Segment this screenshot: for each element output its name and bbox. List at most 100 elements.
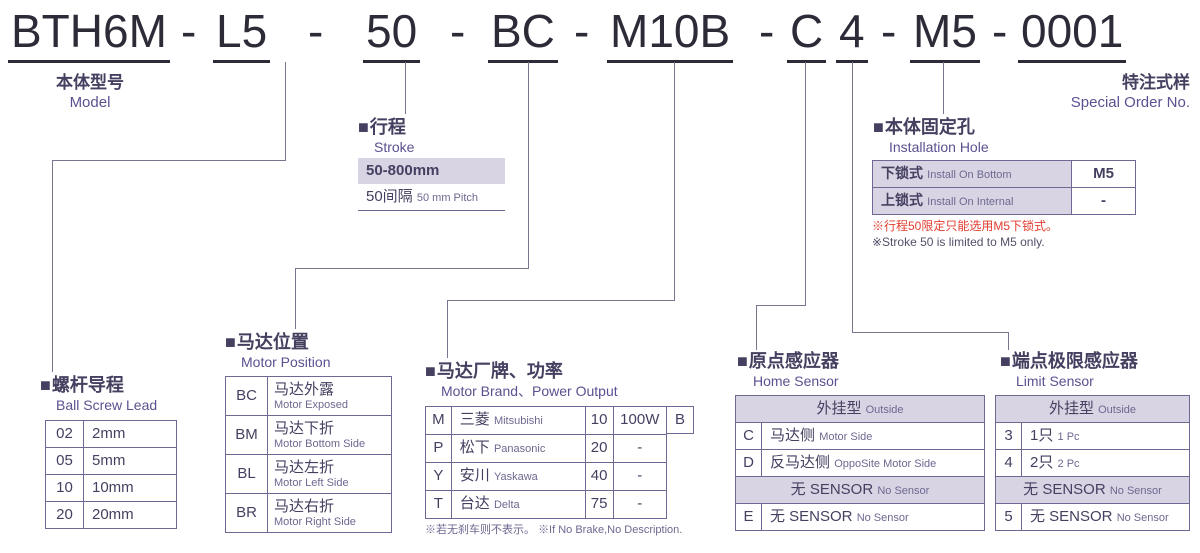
motor-position-section-title: ■马达位置 Motor Position <box>225 331 330 371</box>
brake-code-cell: B <box>667 406 694 434</box>
limit-sensor-code: 5 <box>996 504 1022 531</box>
limit-sensor-desc: 无 SENSOR No Sensor <box>1022 504 1190 531</box>
table-row: BC 马达外露 Motor Exposed <box>226 377 392 416</box>
table-row: 05 5mm <box>46 448 177 475</box>
square-bullet-icon: ■ <box>873 117 884 137</box>
motor-position-table: BC 马达外露 Motor Exposed BM 马达下折 Motor Bott… <box>225 376 392 533</box>
motor-position-desc-zh: 马达右折 <box>274 498 335 515</box>
connector-line <box>756 305 806 306</box>
home-sensor-code: C <box>736 423 762 450</box>
stroke-pitch-en: 50 mm Pitch <box>416 192 478 204</box>
table-row: 20 20mm <box>46 502 177 529</box>
stroke-section-title: ■行程 Stroke <box>358 116 414 156</box>
code-separator: - <box>181 5 197 57</box>
connector-line <box>943 62 944 114</box>
motor-position-code: BM <box>226 416 268 455</box>
limit-sensor-title-en: Limit Sensor <box>1016 373 1094 389</box>
table-row: 4 2只 2 Pc <box>996 450 1190 477</box>
lead-value: 2mm <box>84 421 177 448</box>
motor-brand-name-zh: 松下 <box>459 439 490 456</box>
motor-brand-title-en: Motor Brand、Power Output <box>441 383 618 399</box>
power-value: - <box>613 435 668 463</box>
motor-brand-name-en: Delta <box>493 499 520 511</box>
table-row: 下锁式 Install On Bottom M5 <box>873 161 1136 188</box>
motor-position-title-zh: 马达位置 <box>236 332 309 352</box>
table-row: M 三菱 Mitsubishi 10 100W <box>426 407 668 435</box>
motor-brand-name-zh: 台达 <box>459 495 490 512</box>
connector-line <box>285 62 286 160</box>
connector-line <box>805 62 806 305</box>
lead-value: 20mm <box>84 502 177 529</box>
motor-brand-name: 安川 Yaskawa <box>451 463 586 491</box>
motor-brand-section-title: ■马达厂牌、功率 Motor Brand、Power Output <box>425 360 618 400</box>
table-row: 5 无 SENSOR No Sensor <box>996 504 1190 531</box>
group-none-en: No Sensor <box>877 485 930 497</box>
lead-title-en: Ball Screw Lead <box>56 397 158 413</box>
motor-brand-name: 台达 Delta <box>451 491 586 519</box>
motor-position-title-en: Motor Position <box>241 354 331 370</box>
lead-code: 20 <box>46 502 84 529</box>
motor-brand-name-en: Mitsubishi <box>493 415 543 427</box>
code-segment-lead: L5 <box>213 4 271 63</box>
power-value: - <box>613 463 668 491</box>
motor-brand-code: M <box>426 407 452 435</box>
model-label-zh: 本体型号 <box>56 73 124 92</box>
code-segment-installation-hole: M5 <box>910 4 980 63</box>
home-sensor-code: E <box>736 504 762 531</box>
installation-hole-label-en: Install On Bottom <box>927 169 1012 181</box>
installation-hole-label: 下锁式 Install On Bottom <box>873 161 1072 188</box>
motor-position-desc-en: Motor Exposed <box>274 399 348 411</box>
table-row: C 马达侧 Motor Side <box>736 423 985 450</box>
connector-line <box>52 160 53 372</box>
connector-line <box>52 160 286 161</box>
table-row: D 反马达侧 OppoSite Motor Side <box>736 450 985 477</box>
limit-sensor-desc-en: 1 Pc <box>1057 431 1080 443</box>
code-separator: - <box>450 5 466 57</box>
power-code: 20 <box>585 435 614 463</box>
limit-sensor-code: 4 <box>996 450 1022 477</box>
installation-hole-label-zh: 上锁式 <box>881 192 923 208</box>
motor-position-code: BL <box>226 455 268 494</box>
motor-brand-name-zh: 三菱 <box>459 411 490 428</box>
motor-brand-note: ※若无刹车则不表示。 ※If No Brake,No Description. <box>425 523 682 538</box>
motor-position-desc: 马达外露 Motor Exposed <box>268 377 392 416</box>
group-outside-zh: 外挂型 <box>816 400 862 417</box>
motor-brand-title-zh: 马达厂牌、功率 <box>436 361 563 381</box>
connector-line <box>405 62 406 114</box>
installation-hole-label: 上锁式 Install On Internal <box>873 188 1072 215</box>
square-bullet-icon: ■ <box>1000 351 1011 371</box>
group-none-zh: 无 SENSOR <box>790 481 874 498</box>
motor-position-desc: 马达右折 Motor Right Side <box>268 494 392 533</box>
group-none-en: No Sensor <box>1109 485 1162 497</box>
home-sensor-desc: 马达侧 Motor Side <box>762 423 985 450</box>
square-bullet-icon: ■ <box>225 332 236 352</box>
motor-brand-note-en: ※If No Brake,No Description. <box>538 524 683 536</box>
power-code: 75 <box>585 491 614 519</box>
installation-hole-label-zh: 下锁式 <box>881 165 923 181</box>
group-outside-en: Outside <box>865 404 904 416</box>
table-row: E 无 SENSOR No Sensor <box>736 504 985 531</box>
motor-position-desc: 马达下折 Motor Bottom Side <box>268 416 392 455</box>
code-segment-stroke: 50 <box>363 4 421 63</box>
lead-section-title: ■螺杆导程 Ball Screw Lead <box>40 374 157 414</box>
limit-sensor-desc-en: 2 Pc <box>1057 458 1080 470</box>
home-sensor-desc-zh: 无 SENSOR <box>770 508 853 525</box>
square-bullet-icon: ■ <box>737 351 748 371</box>
motor-brand-code: P <box>426 435 452 463</box>
home-sensor-desc-zh: 反马达侧 <box>770 454 831 471</box>
limit-sensor-section-title: ■端点极限感应器 Limit Sensor <box>1000 350 1138 390</box>
special-order-label: 特注式样 Special Order No. <box>1071 72 1190 112</box>
motor-position-desc-zh: 马达下折 <box>274 420 335 437</box>
table-row: T 台达 Delta 75 - <box>426 491 668 519</box>
special-order-label-en: Special Order No. <box>1070 94 1190 111</box>
table-group-header: 无 SENSOR No Sensor <box>736 477 985 504</box>
code-separator: - <box>881 5 897 57</box>
table-row: P 松下 Panasonic 20 - <box>426 435 668 463</box>
code-segment-home-sensor: C <box>787 4 827 63</box>
home-sensor-group-outside: 外挂型 Outside <box>736 396 985 423</box>
stroke-pitch: 50间隔 50 mm Pitch <box>358 184 505 211</box>
connector-line <box>756 305 757 350</box>
code-segment-special-order: 0001 <box>1018 4 1127 63</box>
connector-line <box>852 332 1009 333</box>
